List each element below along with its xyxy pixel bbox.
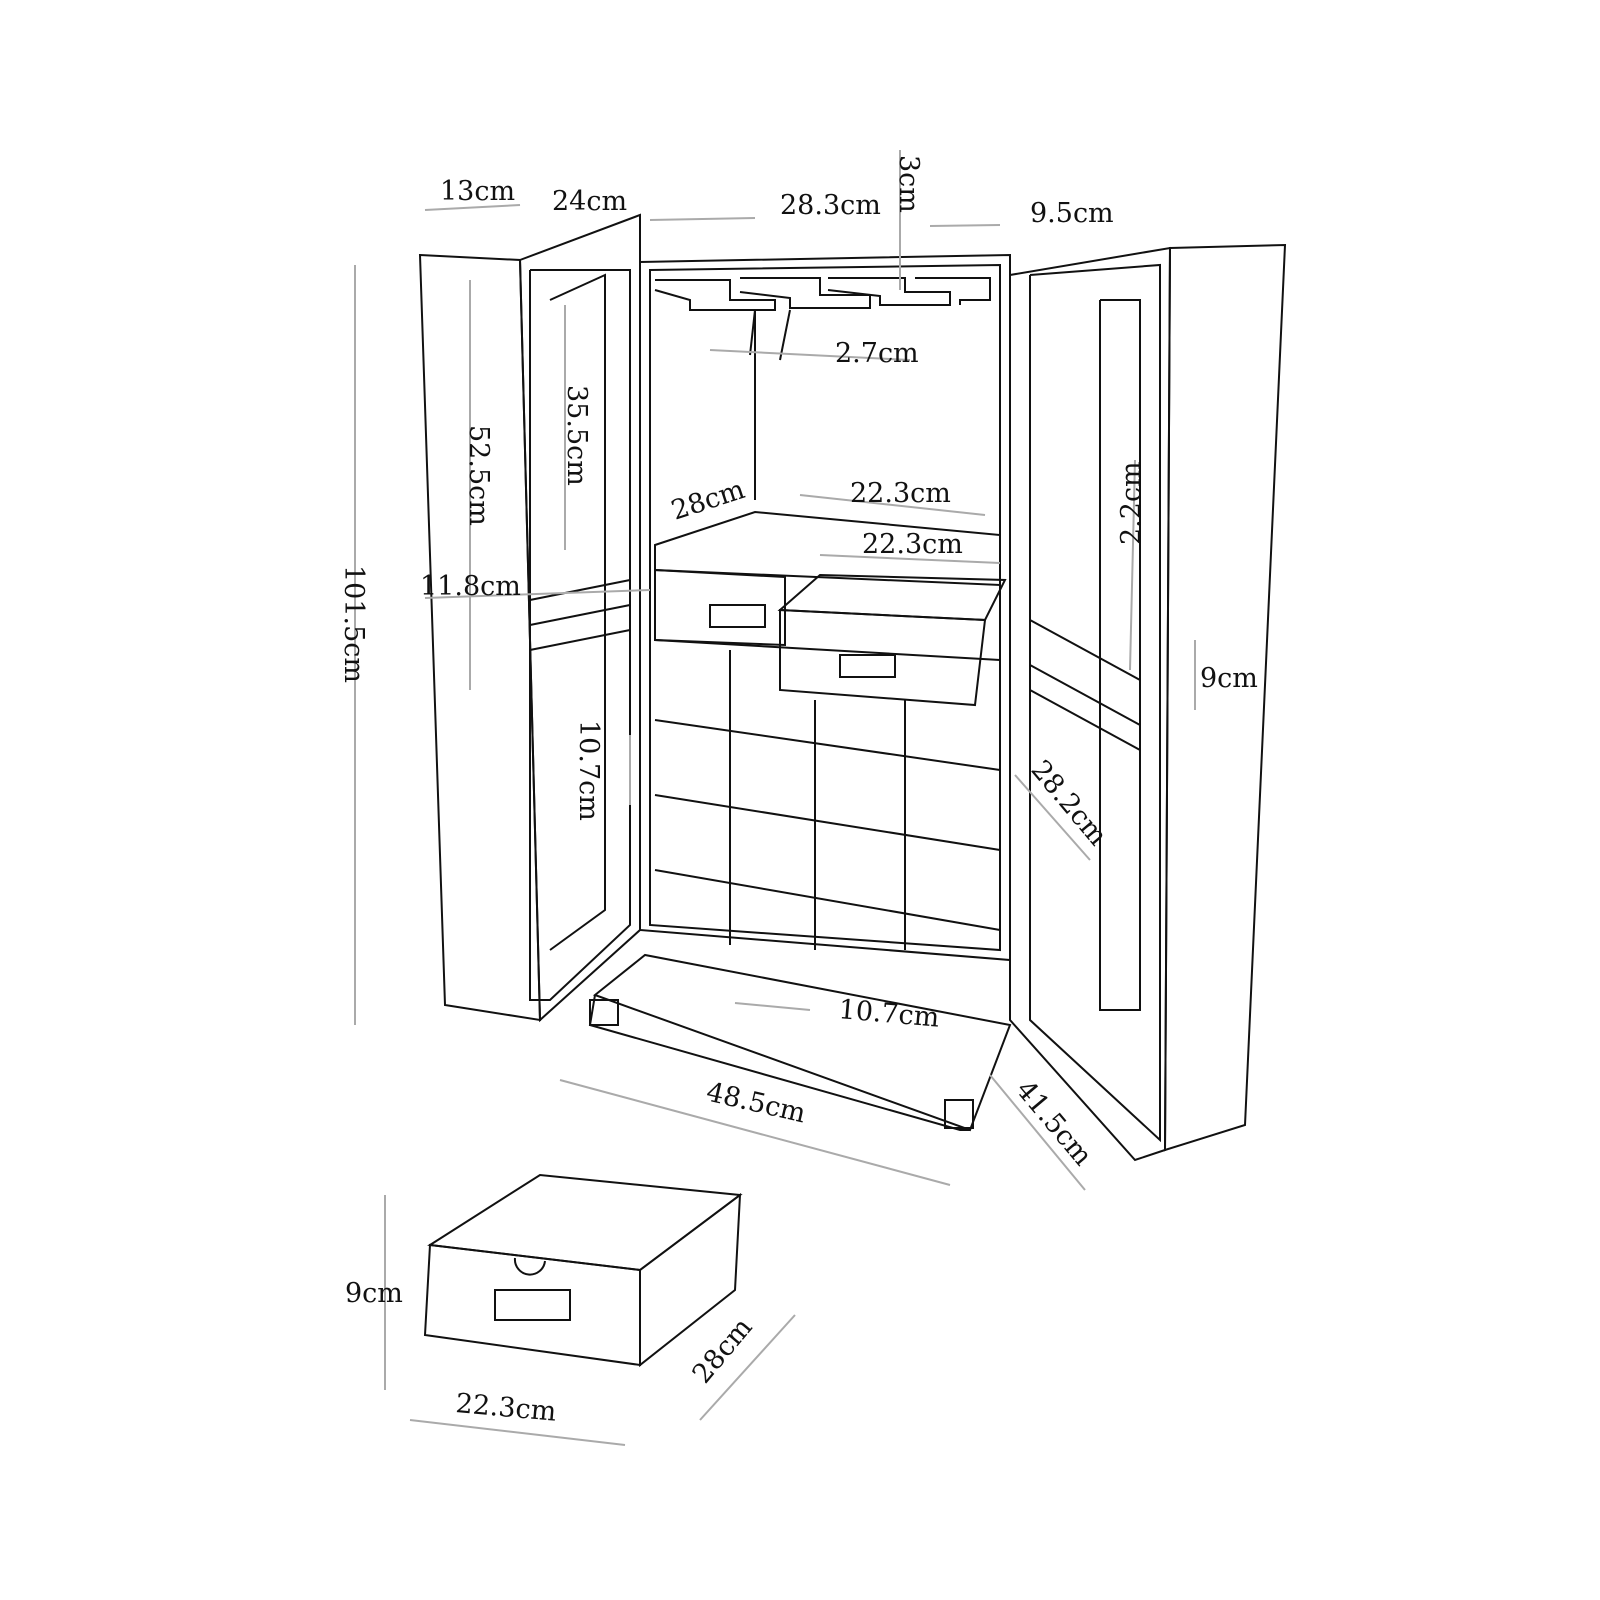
label-left-door-depth: 13cm [440,176,515,207]
cabinet-outline [418,213,1287,1162]
label-rack-thickness: 3cm [893,155,924,213]
label-cell-height: 10.7cm [573,720,604,821]
dimension-lines [354,150,1196,1446]
label-upper-height: 35.5cm [561,385,592,486]
label-base-width: 48.5cm [703,1077,808,1130]
detached-drawer [423,1173,743,1368]
label-drawer-width-top: 22.3cm [850,478,951,509]
label-box-width: 22.3cm [454,1388,557,1428]
wine-rack-grid [654,650,1001,950]
label-drawer-height: 9cm [1200,663,1258,694]
label-box-height: 9cm [345,1278,403,1309]
label-door-shelf-height: 52.5cm [463,425,494,526]
label-rack-gap: 9.5cm [1030,198,1114,229]
label-base-depth: 41.5cm [1010,1075,1099,1172]
label-right-shelf-gap: 2.2cm [1116,461,1147,545]
label-drawer-width-inner: 22.3cm [862,529,963,560]
label-box-depth: 28cm [687,1312,759,1389]
label-glass-slot: 2.7cm [835,338,919,369]
label-door-shelf-depth: 11.8cm [420,571,521,602]
dimension-labels: 13cm 24cm 28.3cm 3cm 9.5cm 2.7cm 35.5cm … [338,155,1258,1428]
label-cell-width: 10.7cm [837,994,940,1034]
label-inner-width: 28.3cm [780,190,881,221]
label-left-door-width: 24cm [552,186,627,217]
label-total-height: 101.5cm [338,565,369,683]
